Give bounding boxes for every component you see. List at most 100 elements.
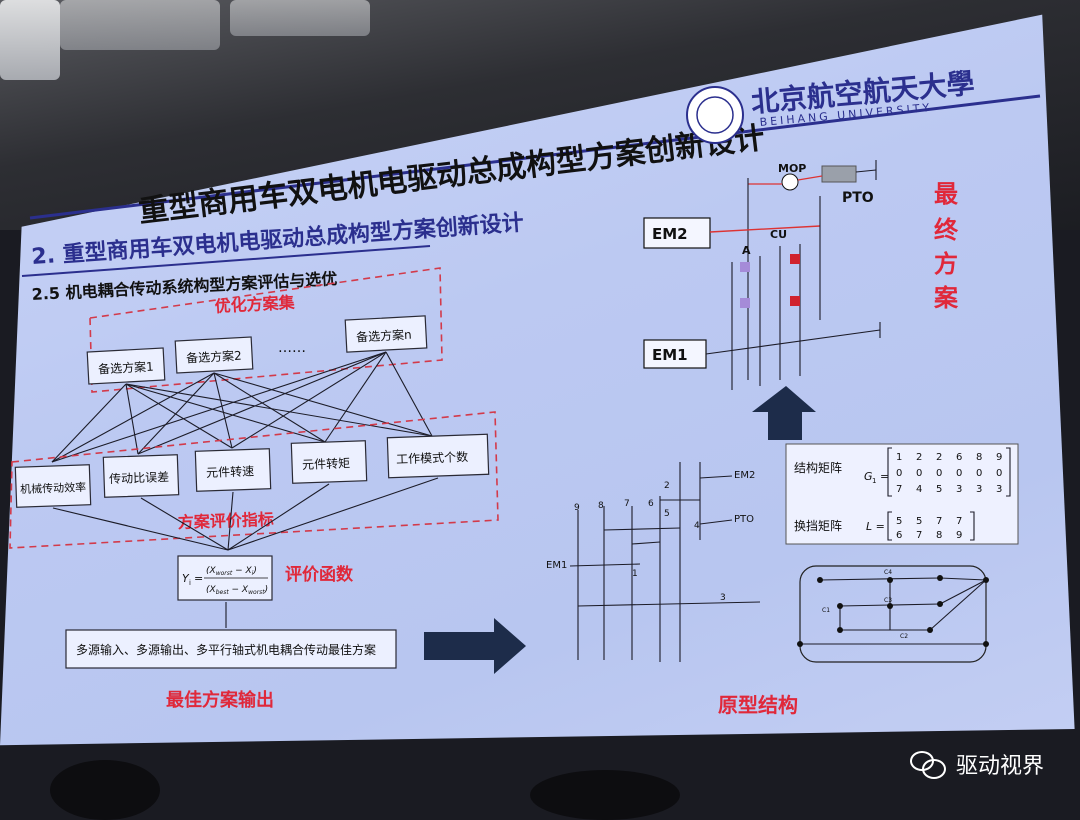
proto-em2-label: EM2	[734, 470, 755, 481]
structure-matrix-label: 结构矩阵	[794, 460, 842, 475]
svg-text:0: 0	[896, 468, 902, 479]
formula-numerator: (Xworst − Xi)	[206, 566, 257, 577]
svg-text:7: 7	[956, 516, 962, 527]
g-sub: 1	[872, 477, 876, 485]
ceiling-light	[230, 0, 370, 36]
svg-text:3: 3	[956, 484, 962, 495]
prototype-label: 原型结构	[718, 693, 798, 717]
candidate-box-1	[86, 347, 166, 385]
g-label: G	[864, 470, 873, 483]
svg-text:7: 7	[916, 530, 922, 541]
em1-label: EM1	[652, 346, 688, 364]
svg-text:5: 5	[916, 516, 922, 527]
l-matrix-values: 5 5 7 7 6 7 8 9	[896, 516, 962, 541]
criteria-region	[9, 411, 499, 549]
clutch-a2-icon	[740, 298, 750, 308]
watermark-text: 驱动视界	[955, 754, 1044, 779]
svg-text:6: 6	[896, 530, 902, 541]
a-label: A	[742, 244, 751, 257]
clutch-cu-icon	[790, 254, 800, 264]
matrix-panel: 结构矩阵 G 1 = 1 2 2 6 8 9 0 0 0 0 0 0 7 4 5	[785, 443, 1019, 545]
svg-text:5: 5	[936, 484, 942, 495]
final-label-1: 最	[934, 180, 959, 208]
prototype-structure-diagram: EM2 PTO EM1 2 4 1 3 5 6 7 8 9 原型结构	[546, 462, 798, 717]
svg-text:7: 7	[896, 484, 902, 495]
criteria-box-5	[386, 433, 490, 479]
criteria-box-1	[14, 464, 92, 508]
criteria-label: 方案评价指标	[177, 510, 274, 532]
optimized-set-label: 优化方案集	[214, 293, 296, 316]
svg-text:9: 9	[996, 452, 1002, 463]
university-seal-icon	[686, 86, 744, 144]
criteria-label-4: 元件转矩	[302, 455, 351, 472]
svg-text:0: 0	[996, 468, 1002, 479]
candidate-criteria-links	[51, 351, 433, 463]
final-scheme-diagram: EM2 EM1 MOP PTO A CU	[643, 160, 959, 390]
clutch-cu2-icon	[790, 296, 800, 306]
audience-head	[50, 760, 160, 820]
pto-label: PTO	[842, 190, 874, 206]
up-arrow-icon	[752, 386, 816, 440]
criteria-label-5: 工作模式个数	[396, 449, 468, 467]
criteria-label-3: 元件转速	[206, 463, 255, 480]
em2-label: EM2	[652, 225, 688, 243]
final-label-2: 终	[934, 216, 959, 244]
proto-node-2: 2	[664, 481, 670, 491]
gear-shafts	[731, 244, 801, 390]
candidate-label-n: 备选方案n	[356, 327, 412, 345]
cu-label: CU	[770, 228, 787, 241]
em2-box	[643, 217, 711, 249]
g-equals: =	[880, 470, 889, 483]
svg-text:5: 5	[896, 516, 902, 527]
main-title: 重型商用车双电机电驱动总成构型方案创新设计	[137, 121, 767, 230]
proto-node-8: 8	[598, 501, 604, 511]
l-label: L =	[866, 520, 885, 533]
proto-node-4: 4	[694, 521, 700, 531]
graph-c1: C1	[822, 607, 830, 614]
criteria-label-2: 传动比误差	[109, 469, 170, 486]
ceiling-light	[0, 0, 60, 80]
proto-node-7: 7	[624, 499, 630, 509]
final-label-3: 方	[934, 250, 958, 278]
evaluation-flow-diagram: 优化方案集 备选方案1 备选方案2 …… 备选方案n	[9, 267, 499, 711]
svg-text:2: 2	[916, 452, 922, 463]
criteria-formula-links	[52, 477, 439, 551]
proto-node-5: 5	[664, 509, 670, 519]
svg-text:9: 9	[956, 530, 962, 541]
candidate-label-2: 备选方案2	[186, 348, 242, 366]
proto-node-6: 6	[648, 499, 654, 509]
svg-text:3: 3	[996, 484, 1002, 495]
svg-text:6: 6	[956, 452, 962, 463]
proto-em1-label: EM1	[546, 560, 567, 571]
svg-text:0: 0	[936, 468, 942, 479]
svg-text:0: 0	[916, 468, 922, 479]
mop-motor-icon	[821, 165, 857, 183]
svg-text:3: 3	[976, 484, 982, 495]
mop-label: MOP	[778, 162, 806, 175]
best-output-label: 最佳方案输出	[166, 689, 274, 711]
criteria-box-2	[102, 454, 180, 498]
svg-text:4: 4	[916, 484, 922, 495]
graph-c2: C2	[900, 633, 908, 640]
graph-c3: C3	[884, 597, 892, 604]
eval-function-label: 评价函数	[285, 564, 354, 585]
formula-equals: =	[194, 572, 203, 585]
candidate-box-n	[344, 315, 428, 353]
candidate-ellipsis: ……	[278, 340, 306, 356]
proto-node-3: 3	[720, 593, 726, 603]
final-label-4: 案	[933, 284, 959, 312]
best-output-box	[65, 629, 397, 669]
clutch-a-icon	[740, 262, 750, 272]
criteria-box-3	[194, 448, 272, 492]
best-output-text: 多源输入、多源输出、多平行轴式机电耦合传动最佳方案	[76, 642, 376, 657]
proto-node-1: 1	[632, 569, 638, 579]
title-underline	[29, 94, 1041, 220]
criteria-box-4	[290, 440, 368, 484]
topology-graph: C4 C1 C3 C2	[797, 565, 989, 663]
ceiling-light	[60, 0, 220, 50]
g-matrix-values: 1 2 2 6 8 9 0 0 0 0 0 0 7 4 5 3 3 3	[896, 452, 1002, 495]
university-seal-inner	[696, 96, 734, 134]
section-underline	[21, 245, 431, 277]
